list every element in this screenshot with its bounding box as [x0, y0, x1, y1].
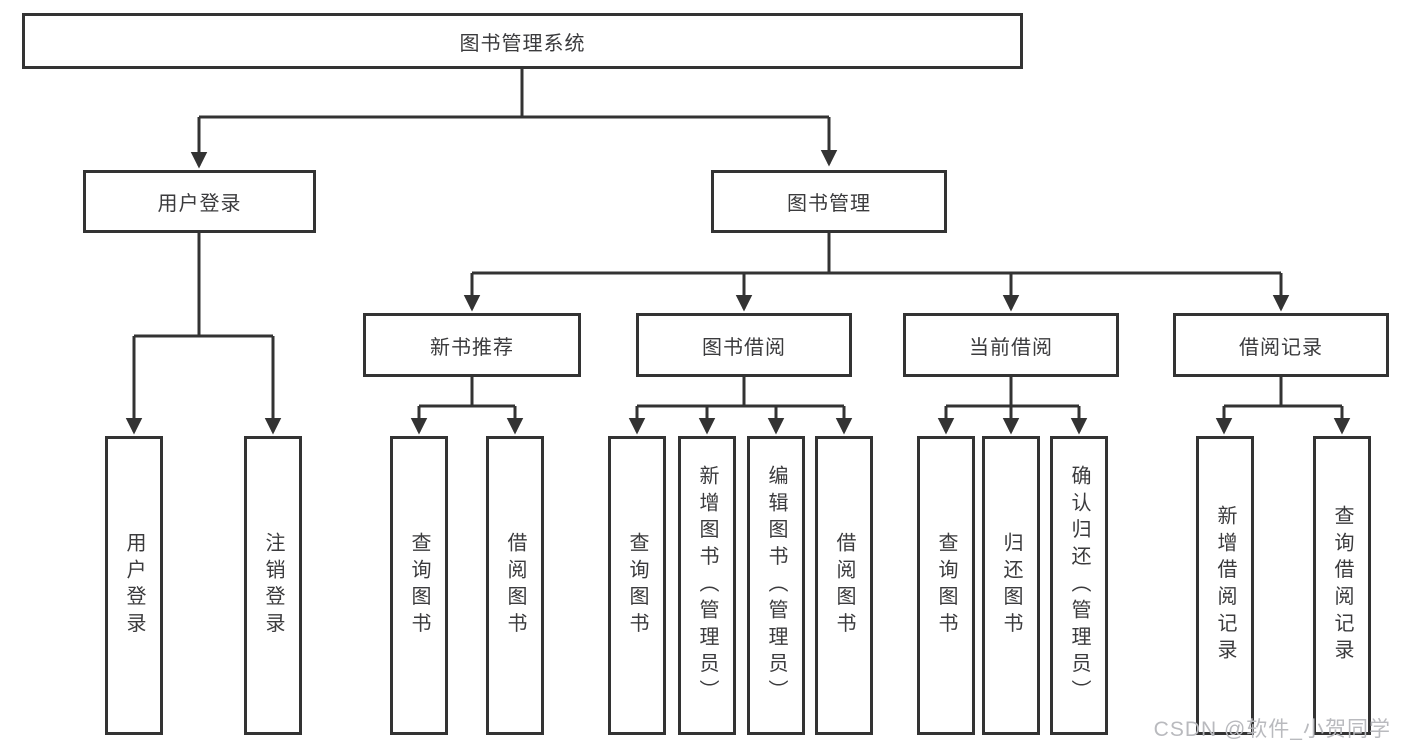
node-query-books-1: 查询图书: [390, 436, 448, 735]
node-confirm-return-admin: 确认归还（管理员）: [1050, 436, 1108, 735]
node-query-books-2: 查询图书: [608, 436, 666, 735]
node-return-books: 归还图书: [982, 436, 1040, 735]
node-borrow-books-2: 借阅图书: [815, 436, 873, 735]
node-query-borrow-record: 查询借阅记录: [1313, 436, 1371, 735]
node-library-management-system: 图书管理系统: [22, 13, 1023, 69]
watermark: CSDN @软件_小贺同学: [1153, 718, 1391, 741]
node-new-book-recommendation: 新书推荐: [363, 313, 581, 377]
node-edit-books-admin: 编辑图书（管理员）: [747, 436, 805, 735]
node-user-login-module: 用户登录: [83, 170, 316, 233]
node-book-borrowing: 图书借阅: [636, 313, 852, 377]
node-borrowing-records: 借阅记录: [1173, 313, 1389, 377]
node-logout: 注销登录: [244, 436, 302, 735]
node-borrow-books-1: 借阅图书: [486, 436, 544, 735]
node-book-management: 图书管理: [711, 170, 947, 233]
node-user-login: 用户登录: [105, 436, 163, 735]
node-current-borrowing: 当前借阅: [903, 313, 1119, 377]
node-query-books-3: 查询图书: [917, 436, 975, 735]
node-add-borrow-record: 新增借阅记录: [1196, 436, 1254, 735]
node-add-books-admin: 新增图书（管理员）: [678, 436, 736, 735]
